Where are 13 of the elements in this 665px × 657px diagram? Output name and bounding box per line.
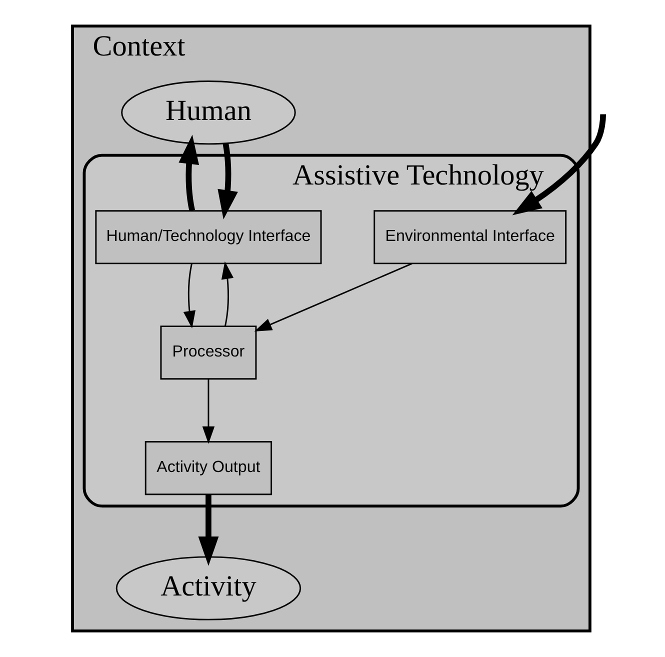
arrow (202, 379, 215, 444)
node-ellipse: Human (121, 80, 296, 145)
arrow (512, 114, 606, 216)
node-box: Human/Technology Interface (95, 210, 322, 264)
arrow (183, 263, 196, 328)
arrow (198, 494, 219, 566)
node-box: Activity Output (144, 441, 272, 496)
node-box: Environmental Interface (374, 210, 567, 264)
arrow (254, 262, 412, 332)
arrow (178, 134, 200, 212)
node-ellipse: Activity (116, 556, 302, 620)
node-box: Processor (160, 326, 257, 380)
arrow (221, 261, 234, 326)
